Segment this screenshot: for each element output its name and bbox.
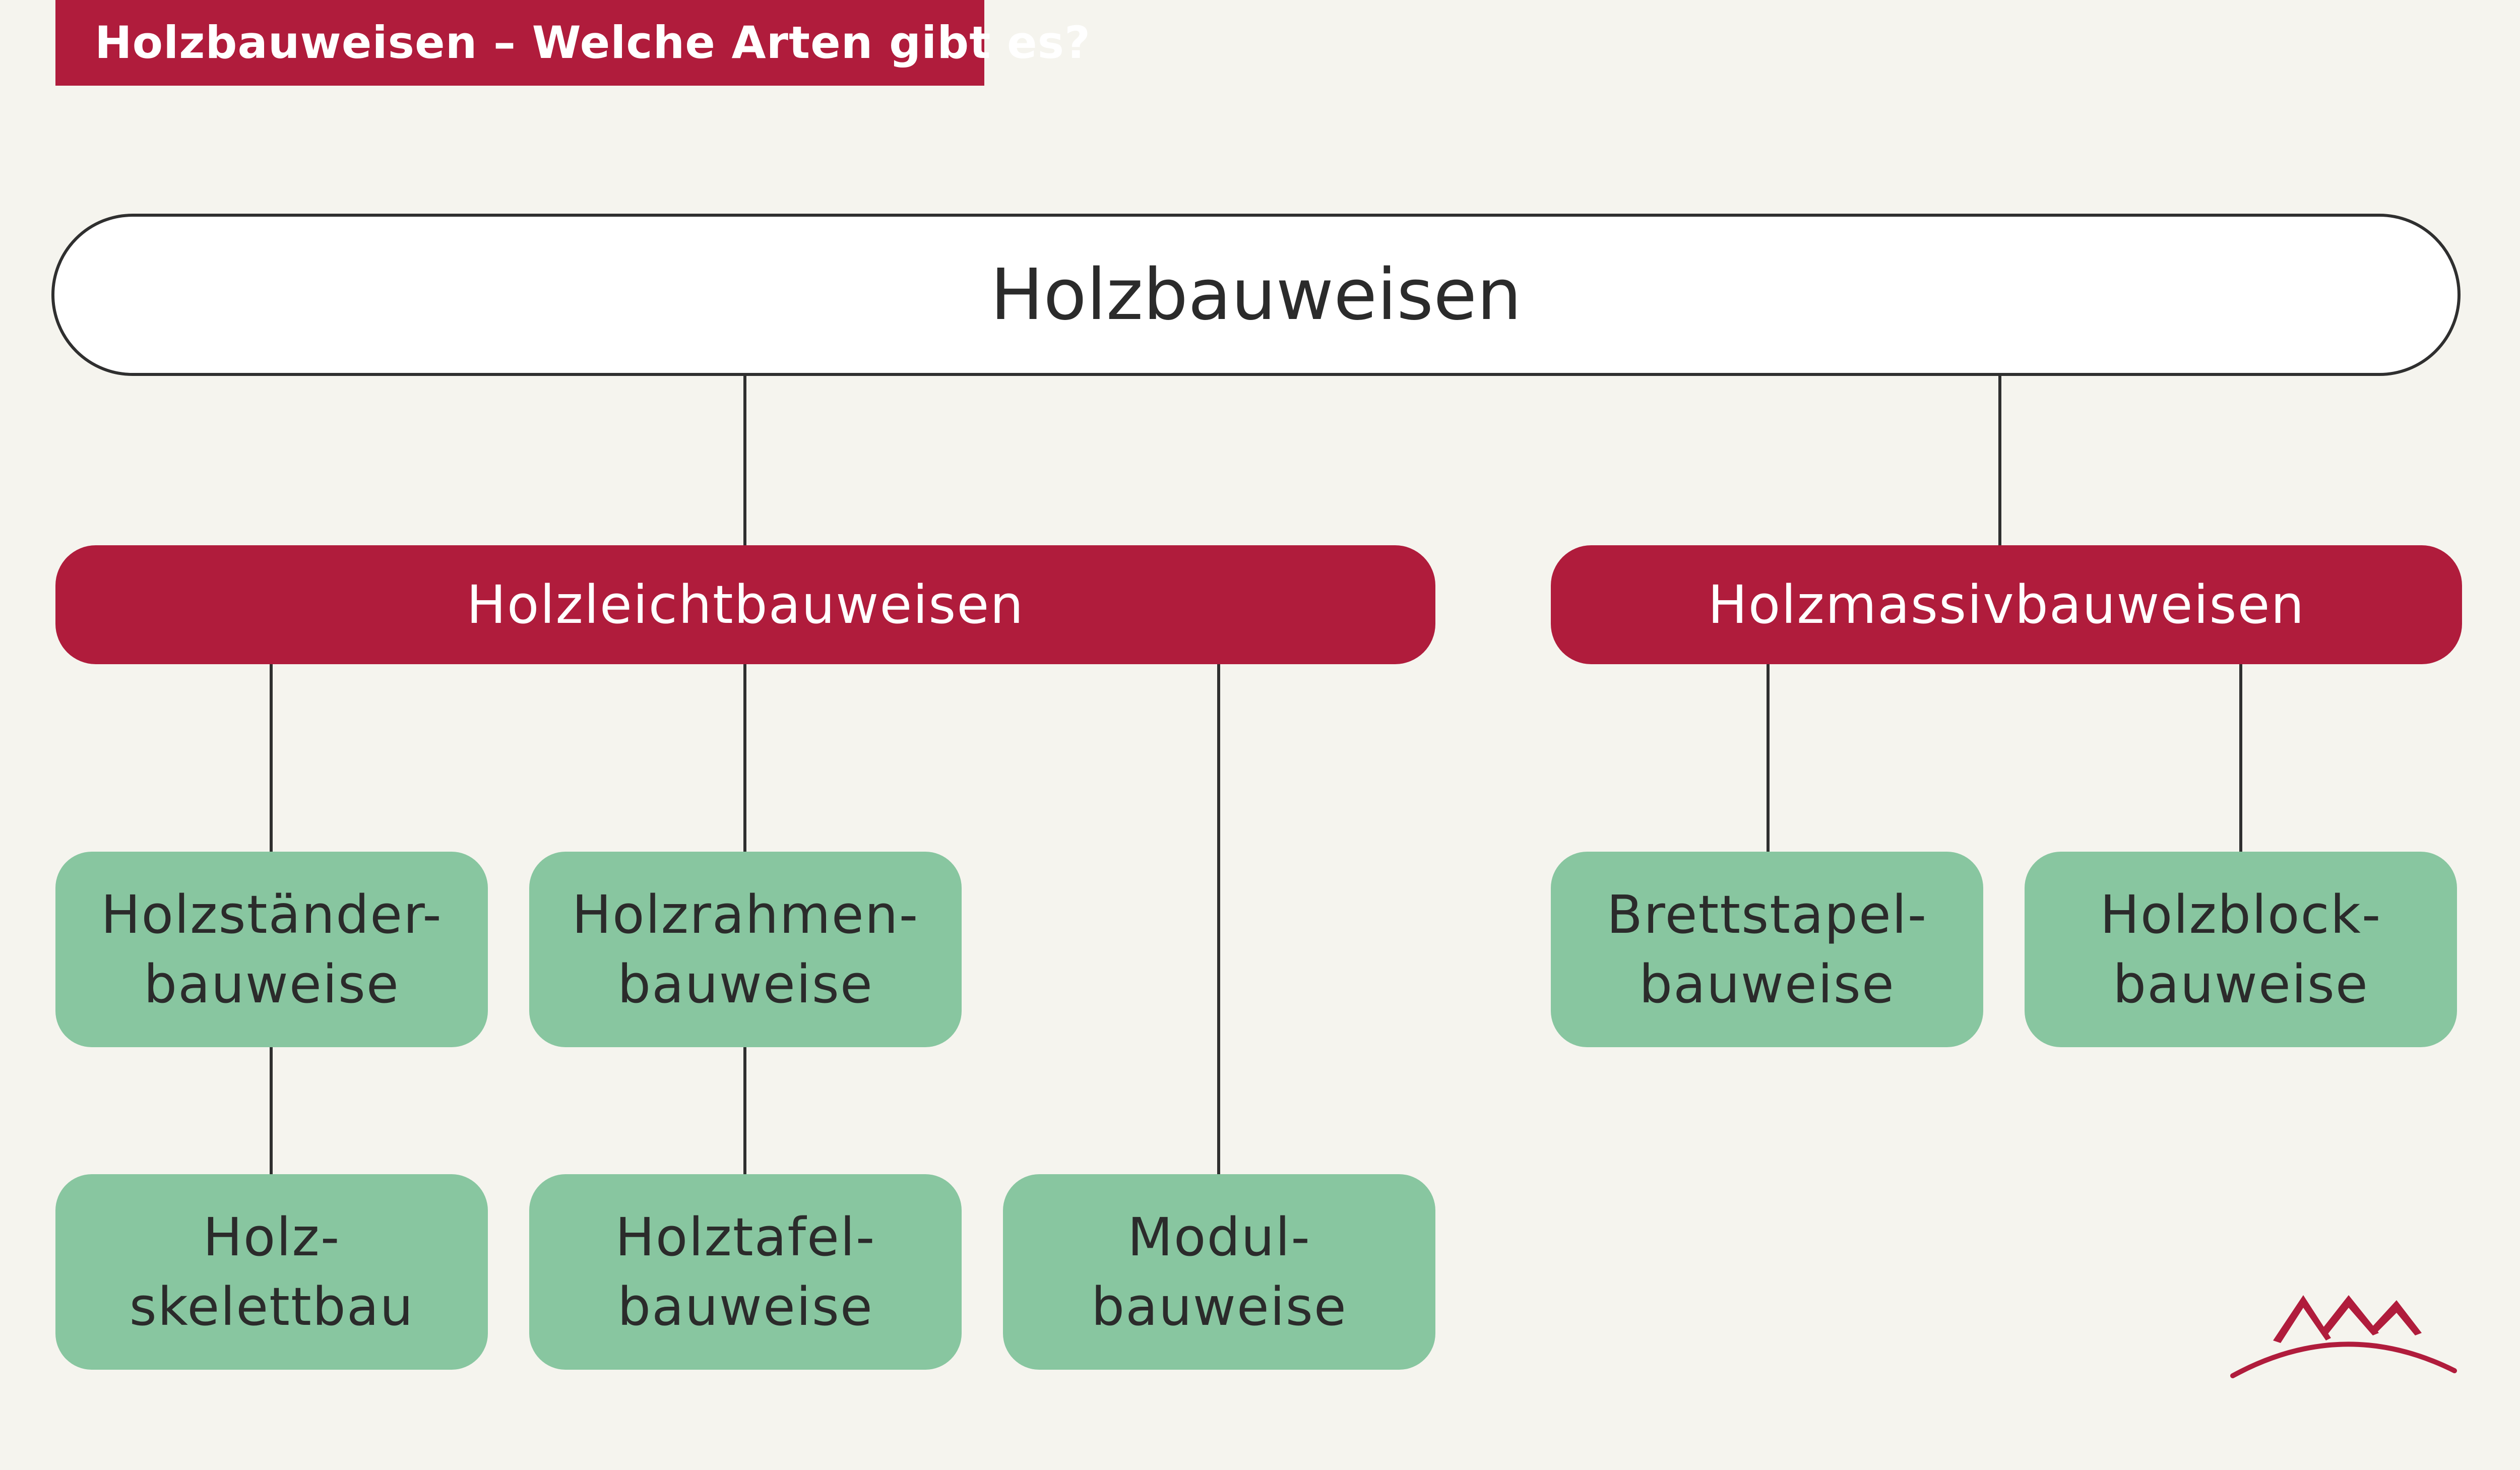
category-holzleichtbauweisen: Holzleichtbauweisen	[55, 545, 1435, 664]
leaf-holzrahmenbauweise: Holzrahmen- bauweise	[529, 852, 962, 1047]
root-label: Holzbauweisen	[990, 253, 1522, 336]
leaf-label-line1: Modul-	[1127, 1206, 1311, 1268]
leaf-label-line1: Holztafel-	[615, 1206, 876, 1268]
category-holzmassivbauweisen: Holzmassivbauweisen	[1551, 545, 2462, 664]
leaf-label-line2: bauweise	[617, 1276, 873, 1337]
root-node: Holzbauweisen	[51, 214, 2461, 376]
category-label: Holzmassivbauweisen	[1708, 574, 2305, 635]
leaf-label-line1: Holzblock-	[2100, 884, 2382, 945]
leaf-label-line1: Holzständer-	[101, 884, 443, 945]
category-label: Holzleichtbauweisen	[466, 574, 1025, 635]
leaf-label-line2: bauweise	[1639, 953, 1895, 1015]
leaf-holzstaenderbauweise: Holzständer- bauweise	[55, 852, 488, 1047]
leaf-label-line2: bauweise	[1091, 1276, 1347, 1337]
page-title: Holzbauweisen – Welche Arten gibt es?	[55, 0, 1090, 86]
house-roofs-logo-icon	[2230, 1295, 2457, 1378]
leaf-label-line1: Holz-	[203, 1206, 341, 1268]
leaf-label-line2: bauweise	[144, 953, 400, 1015]
leaf-label-line2: bauweise	[617, 953, 873, 1015]
leaf-holzskelettbau: Holz- skelettbau	[55, 1174, 488, 1370]
leaf-label-line2: bauweise	[2113, 953, 2369, 1015]
leaf-label-line1: Brettstapel-	[1606, 884, 1928, 945]
leaf-holzblockbauweise: Holzblock- bauweise	[2025, 852, 2457, 1047]
leaf-label-line2: skelettbau	[129, 1276, 414, 1337]
leaf-brettstapelbauweise: Brettstapel- bauweise	[1551, 852, 1983, 1047]
leaf-label-line1: Holzrahmen-	[572, 884, 919, 945]
leaf-holztafelbauweise: Holztafel- bauweise	[529, 1174, 962, 1370]
leaf-modulbauweise: Modul- bauweise	[1003, 1174, 1435, 1370]
